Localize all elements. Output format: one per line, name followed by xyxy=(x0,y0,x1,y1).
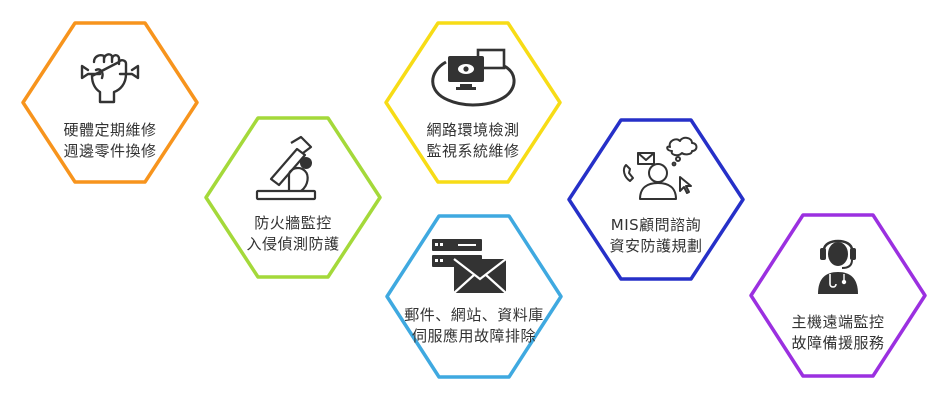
label-line-1: 主機遠端監控 xyxy=(791,313,885,331)
service-label: 硬體定期維修 週邊零件換修 xyxy=(20,120,200,162)
label-line-1: 防火牆監控 xyxy=(254,214,332,232)
microscope-icon xyxy=(255,135,317,201)
consultant-icon xyxy=(622,136,698,200)
service-label: 防火牆監控 入侵偵測防護 xyxy=(203,213,383,255)
service-hexagon-server: 郵件、網站、資料庫 伺服應用故障排除 xyxy=(384,213,564,380)
hexagon-frame xyxy=(204,116,382,279)
wrench-fist-icon xyxy=(80,53,140,104)
support-agent-icon xyxy=(818,239,858,294)
service-hexagon-network: 網路環境檢測 監視系統維修 xyxy=(383,20,563,185)
network-monitor-icon xyxy=(431,48,516,107)
service-label: 主機遠端監控 故障備援服務 xyxy=(748,312,928,354)
label-line-2: 故障備援服務 xyxy=(791,334,885,352)
service-hexagon-mis: MIS顧問諮詢 資安防護規劃 xyxy=(566,117,746,282)
label-line-1: 硬體定期維修 xyxy=(63,121,157,139)
service-hexagon-firewall: 防火牆監控 入侵偵測防護 xyxy=(203,115,383,280)
label-line-1: 網路環境檢測 xyxy=(426,121,520,139)
label-line-2: 資安防護規劃 xyxy=(609,237,703,255)
label-line-2: 入侵偵測防護 xyxy=(246,235,340,253)
hexagon-frame xyxy=(385,214,563,379)
service-label: 網路環境檢測 監視系統維修 xyxy=(383,120,563,162)
service-label: 郵件、網站、資料庫 伺服應用故障排除 xyxy=(384,305,564,347)
hexagon-frame xyxy=(749,213,927,378)
label-line-1: 郵件、網站、資料庫 xyxy=(404,306,544,324)
hexagon-frame xyxy=(567,118,745,281)
server-mail-icon xyxy=(432,239,507,294)
label-line-2: 監視系統維修 xyxy=(426,142,520,160)
label-line-2: 伺服應用故障排除 xyxy=(411,327,536,345)
hexagon-frame xyxy=(384,21,562,184)
label-line-2: 週邊零件換修 xyxy=(63,142,157,160)
label-line-1: MIS顧問諮詢 xyxy=(610,216,702,234)
hexagon-frame xyxy=(21,21,199,184)
service-hexagon-remote: 主機遠端監控 故障備援服務 xyxy=(748,212,928,379)
service-label: MIS顧問諮詢 資安防護規劃 xyxy=(566,215,746,257)
service-hexagon-hardware: 硬體定期維修 週邊零件換修 xyxy=(20,20,200,185)
